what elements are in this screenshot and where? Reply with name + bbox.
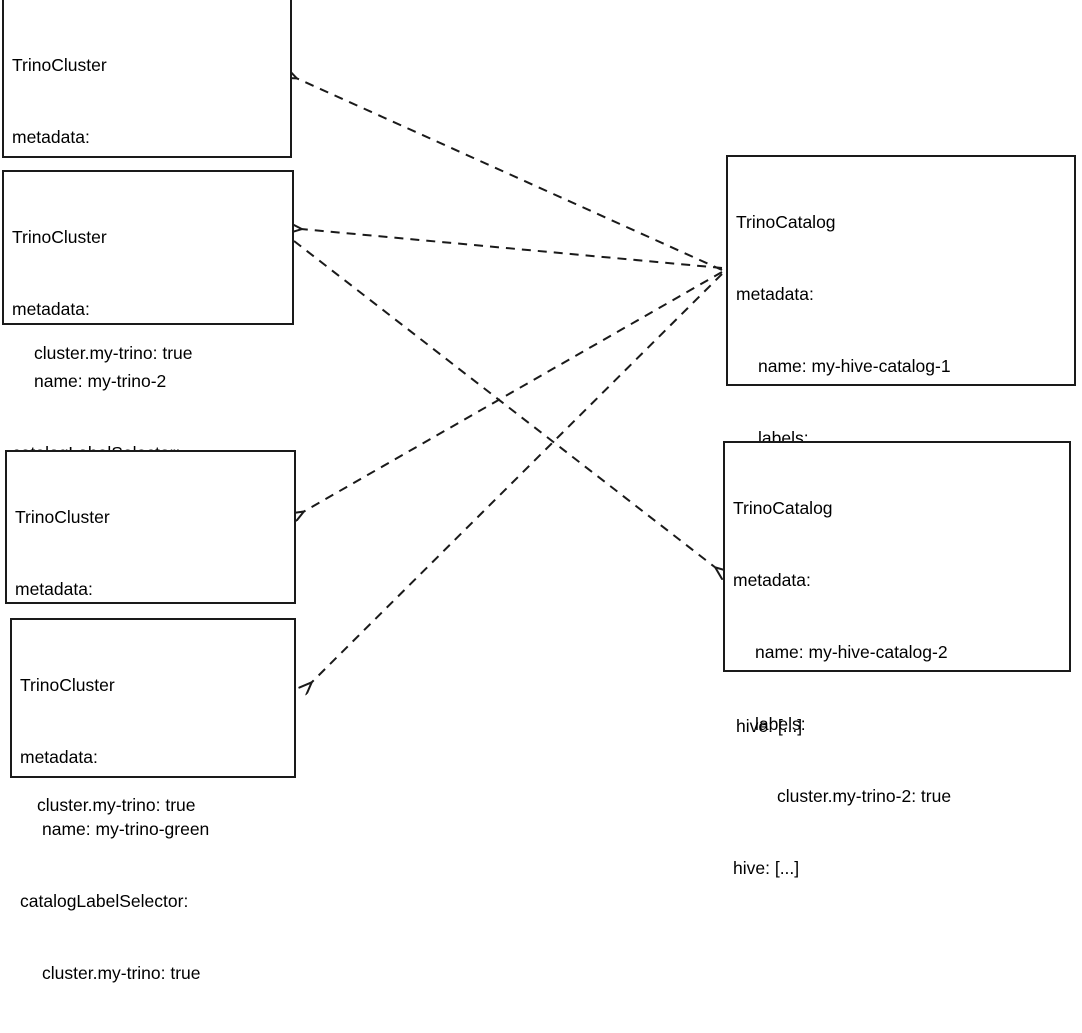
node-trinocatalog-my-hive-catalog-1[interactable]: TrinoCatalog metadata: name: my-hive-cat…	[726, 155, 1076, 736]
yaml-line: TrinoCatalog	[733, 498, 833, 518]
edge-catalog1-to-my-trino	[296, 78, 723, 271]
diagram-canvas: TrinoCluster metadata: name: my-trino ca…	[2, 0, 1076, 983]
node-trinocluster-my-trino[interactable]: TrinoCluster metadata: name: my-trino ca…	[2, 0, 292, 363]
yaml-line: TrinoCatalog	[736, 212, 836, 232]
node-trinocluster-my-trino-blue[interactable]: TrinoCluster metadata: name: my-trino-bl…	[5, 450, 296, 815]
edge-my-trino-2-to-catalog2	[293, 240, 716, 568]
yaml-line: metadata:	[20, 747, 98, 767]
yaml-line: TrinoCluster	[15, 507, 110, 527]
yaml-line: cluster.my-trino: true	[34, 343, 193, 363]
yaml-line: hive: [...]	[736, 716, 803, 736]
yaml-line: name: my-hive-catalog-2	[755, 642, 948, 662]
yaml-line: TrinoCluster	[12, 55, 107, 75]
edge-catalog1-to-my-trino-2	[301, 229, 723, 269]
node-body: TrinoCatalog metadata: name: my-hive-cat…	[733, 448, 951, 928]
yaml-line: metadata:	[12, 299, 90, 319]
yaml-line: metadata:	[736, 284, 814, 304]
yaml-line: hive: [...]	[733, 858, 800, 878]
edge-catalog1-to-my-trino-green	[311, 273, 723, 683]
yaml-line: cluster.my-trino-2: true	[777, 786, 952, 806]
yaml-line: TrinoCluster	[12, 227, 107, 247]
yaml-line: metadata:	[15, 579, 93, 599]
node-body: TrinoCluster metadata: name: my-trino-gr…	[20, 625, 209, 1033]
yaml-line: name: my-trino-green	[42, 819, 210, 839]
yaml-line: metadata:	[733, 570, 811, 590]
yaml-line: cluster.my-trino: true	[42, 963, 201, 983]
yaml-line: catalogLabelSelector:	[20, 891, 189, 911]
yaml-line: name: my-trino-2	[34, 371, 167, 391]
yaml-line: name: my-hive-catalog-1	[758, 356, 951, 376]
yaml-line: TrinoCluster	[20, 675, 115, 695]
yaml-line: labels:	[755, 714, 806, 734]
node-trinocluster-my-trino-green[interactable]: TrinoCluster metadata: name: my-trino-gr…	[10, 618, 296, 983]
yaml-line: metadata:	[12, 127, 90, 147]
node-trinocluster-my-trino-2[interactable]: TrinoCluster metadata: name: my-trino-2 …	[2, 170, 294, 535]
node-trinocatalog-my-hive-catalog-2[interactable]: TrinoCatalog metadata: name: my-hive-cat…	[723, 441, 1071, 878]
edge-catalog1-to-my-trino-blue	[303, 271, 723, 512]
